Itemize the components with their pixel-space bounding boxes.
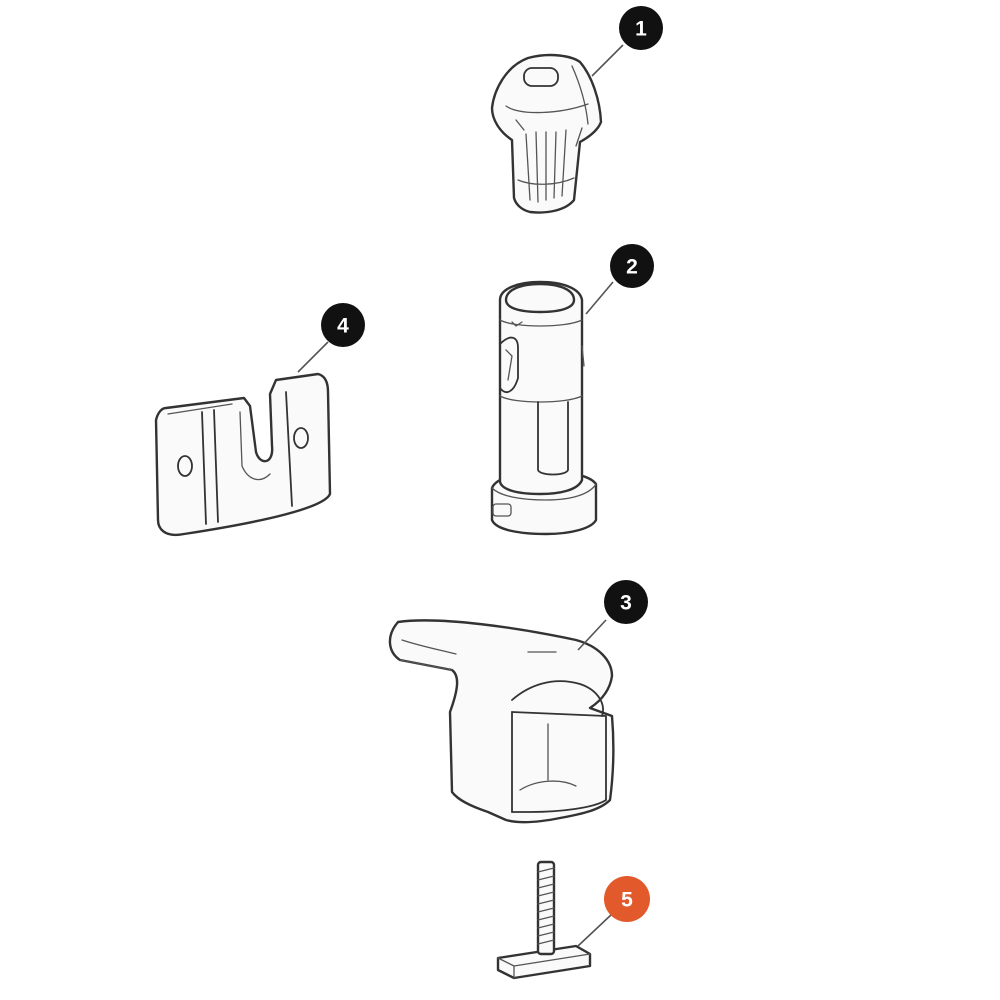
part-5-t-bolt[interactable] [496,860,592,980]
svg-text:3: 3 [620,592,632,615]
callout-badge-5[interactable]: 5 [604,876,650,922]
svg-text:1: 1 [635,18,647,41]
leader-line-3 [577,619,607,651]
svg-text:4: 4 [337,315,349,338]
part-3-rail-clamp[interactable] [388,619,615,824]
callout-badge-2[interactable]: 2 [610,244,654,288]
part-1-end-cap[interactable] [490,53,603,214]
callout-badge-4[interactable]: 4 [321,303,365,347]
callout-badge-1[interactable]: 1 [619,6,663,50]
callout-badge-3[interactable]: 3 [604,580,648,624]
svg-text:2: 2 [626,256,638,279]
leader-line-5 [577,913,613,947]
leader-line-1 [591,44,624,77]
svg-text:5: 5 [621,889,633,912]
leader-line-2 [585,281,614,315]
part-4-mounting-plate[interactable] [154,372,332,537]
part-2-cylinder-adapter[interactable] [490,280,598,536]
leader-line-4 [297,341,329,373]
